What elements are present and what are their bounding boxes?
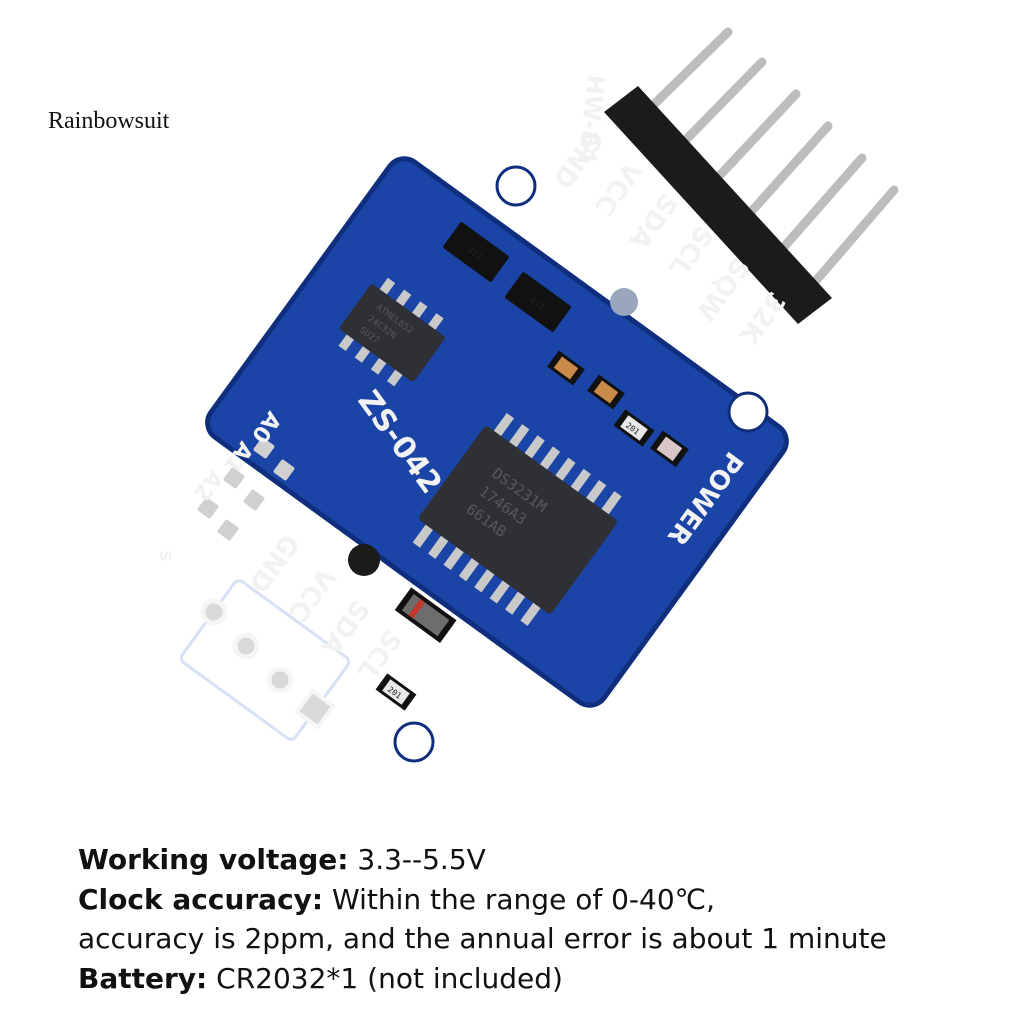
spec-clock-accuracy-cont: accuracy is 2ppm, and the annual error i…: [78, 919, 998, 959]
address-pads: [197, 437, 295, 541]
top-header-pins: [635, 27, 899, 295]
spec-list: Working voltage: 3.3--5.5V Clock accurac…: [78, 840, 998, 998]
chip-pin: [520, 599, 543, 626]
chip-pin: [412, 521, 436, 548]
spec-value: 3.3--5.5V: [348, 843, 486, 876]
spec-working-voltage: Working voltage: 3.3--5.5V: [78, 840, 998, 880]
chip-pin: [583, 479, 607, 507]
spec-label: Clock accuracy:: [78, 882, 324, 916]
mounting-hole: [495, 165, 537, 207]
power-led: [650, 430, 689, 468]
chip-pin: [522, 435, 545, 462]
resistor-array: 472: [443, 222, 509, 282]
address-pad-label: A2: [188, 464, 227, 505]
chip-pin: [599, 491, 622, 518]
chip-pin: [504, 588, 528, 615]
spec-label: Battery:: [78, 961, 208, 995]
chip-pin: [568, 468, 591, 496]
mounting-hole: [727, 391, 769, 433]
corner-mark: S: [156, 550, 175, 562]
spec-label: Working voltage:: [78, 843, 349, 876]
chip-pin: [491, 412, 515, 440]
smd-resistor: 201: [613, 409, 655, 447]
spec-value: CR2032*1 (not included): [207, 961, 563, 995]
header-housing: [604, 86, 832, 324]
spec-value: Within the range of 0-40℃,: [323, 882, 715, 916]
top-pin-label: SDA: [623, 188, 683, 255]
top-pin-label: SCL: [662, 220, 718, 282]
chip-pin: [506, 424, 530, 451]
chip-pin: [443, 543, 467, 571]
chip-pin: [489, 577, 513, 604]
chip-pin: [428, 532, 451, 559]
spec-clock-accuracy: Clock accuracy: Within the range of 0-40…: [78, 880, 998, 920]
spec-value: accuracy is 2ppm, and the annual error i…: [78, 922, 887, 955]
spec-battery: Battery: CR2032*1 (not included): [78, 959, 998, 999]
rtc-module-photo: ATMEL852 24C32N SU27 DS3231M 1746A3 661A…: [156, 27, 899, 763]
chip-pin: [458, 554, 482, 582]
resistor-array: 472: [505, 272, 571, 332]
chip-pin: [552, 457, 576, 484]
brand-watermark: Rainbowsuit: [48, 108, 170, 134]
mounting-hole: [393, 721, 435, 763]
eeprom-chip: ATMEL852 24C32N SU27: [338, 277, 445, 387]
top-pin-label: VCC: [588, 156, 647, 221]
chip-pin: [474, 566, 497, 593]
smd-resistor: 201: [375, 673, 417, 711]
chip-pin: [537, 446, 561, 473]
diode: [394, 587, 457, 643]
rtc-chip: DS3231M 1746A3 661AB: [412, 412, 622, 626]
